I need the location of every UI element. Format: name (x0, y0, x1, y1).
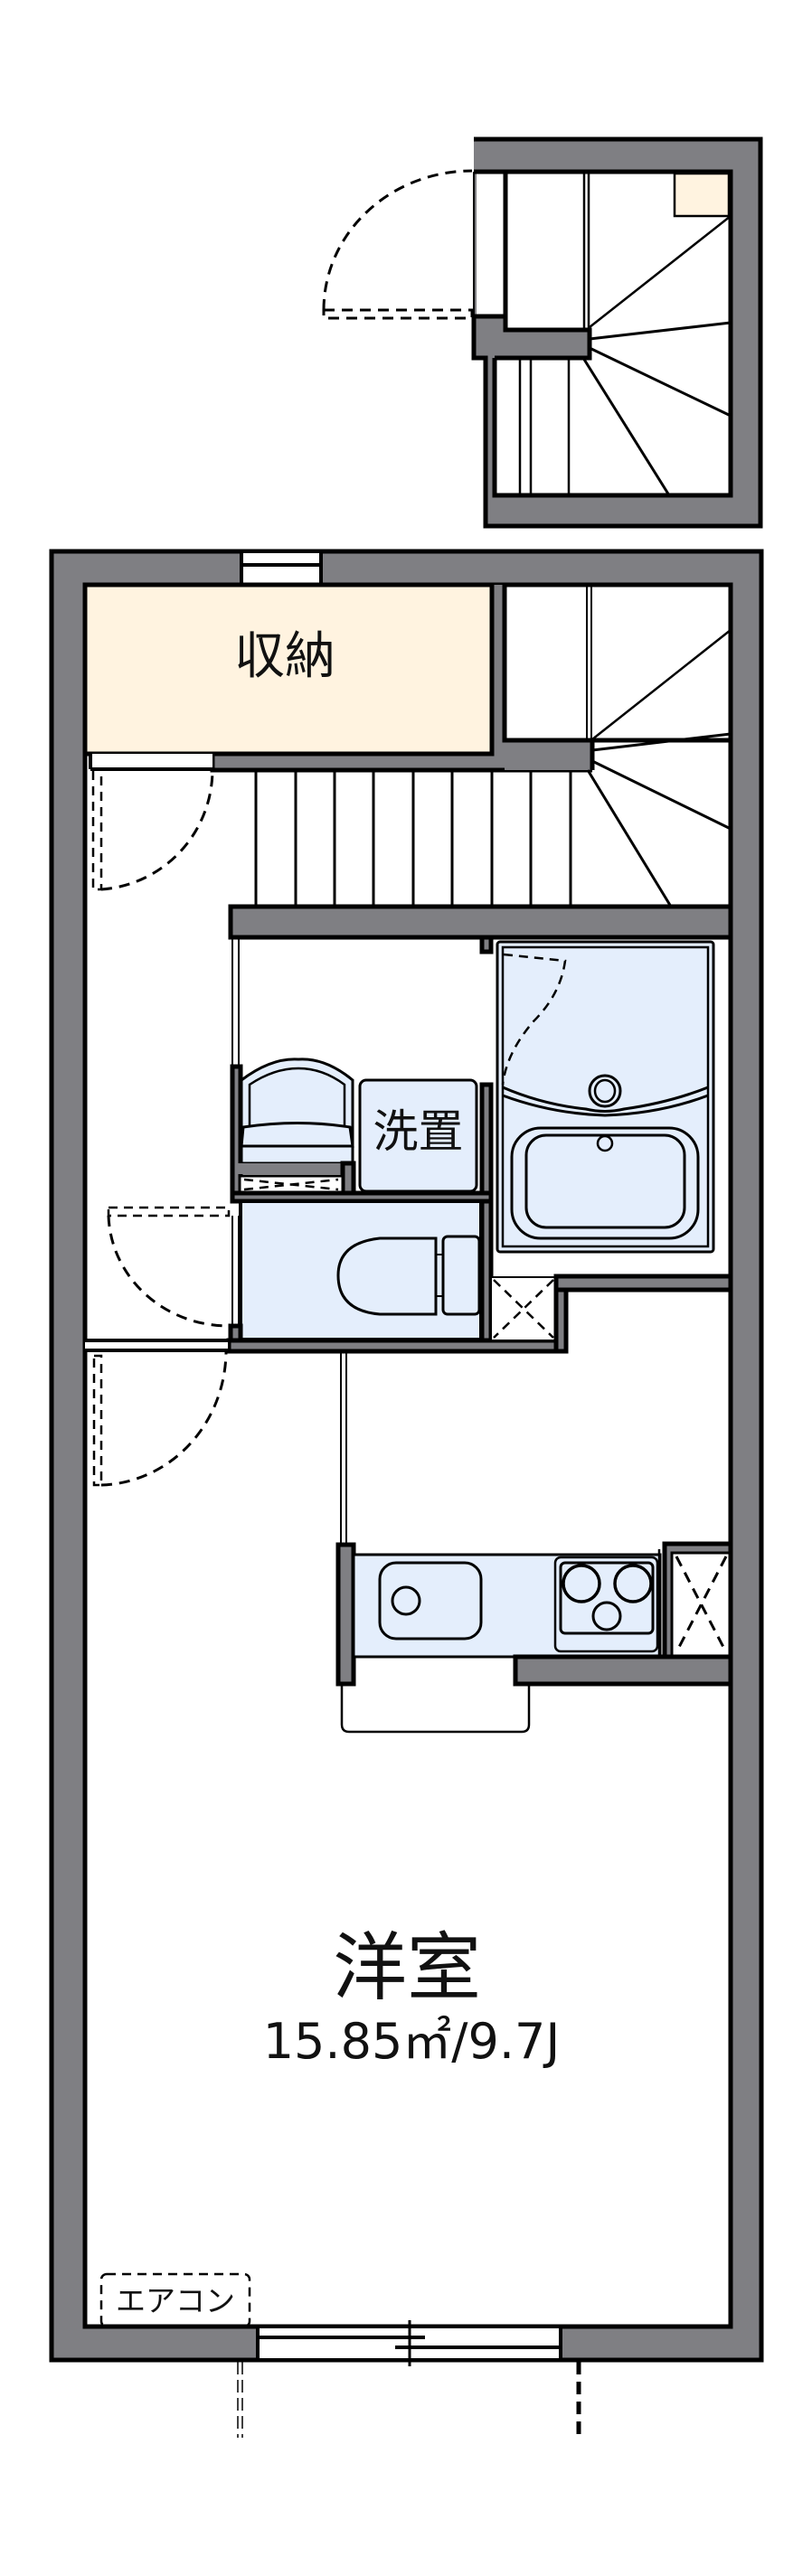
stair-door-swing (322, 169, 473, 311)
unit-bath (496, 940, 715, 1254)
air-conditioner-outline (99, 2272, 251, 2328)
bath-door-swing[interactable] (501, 953, 567, 1086)
refrigerator-space (340, 1684, 531, 1734)
western-room-label: 洋室 (332, 1925, 481, 2011)
storage-label: 収納 (234, 627, 335, 686)
sink-drain (391, 1585, 421, 1616)
hall-door[interactable] (85, 1339, 228, 1487)
balcony-window[interactable] (256, 2320, 562, 2366)
bathtub (510, 1126, 700, 1240)
top-window[interactable] (240, 550, 323, 587)
wet-area (226, 935, 733, 1354)
kitchen-sink (378, 1561, 483, 1641)
stair-storage-box (673, 172, 731, 218)
burner-icon (613, 1564, 653, 1603)
storage-room (82, 582, 733, 773)
stove (553, 1556, 659, 1653)
toilet-room (239, 1199, 483, 1341)
toilet-tank (441, 1235, 481, 1316)
main-walls (49, 549, 764, 2363)
kitchen (335, 1541, 733, 1734)
western-room-area: 15.85㎡/9.7J (262, 2013, 561, 2070)
main-staircase (228, 585, 733, 940)
toilet-bowl (336, 1236, 438, 1316)
entry-door[interactable] (91, 767, 214, 891)
stair-tower (322, 136, 763, 529)
air-conditioner-label: エアコン (116, 2283, 235, 2318)
burner-icon (591, 1601, 622, 1631)
bathtub-drain (596, 1134, 614, 1152)
stair-door-leaf[interactable] (322, 308, 474, 320)
burner-icon (562, 1564, 601, 1603)
pipe-space (490, 1276, 557, 1341)
washing-machine (235, 1058, 354, 1174)
toilet-door[interactable] (107, 1206, 231, 1328)
washer-space-label: 洗置 (373, 1105, 464, 1158)
balcony-outline (237, 2362, 581, 2438)
